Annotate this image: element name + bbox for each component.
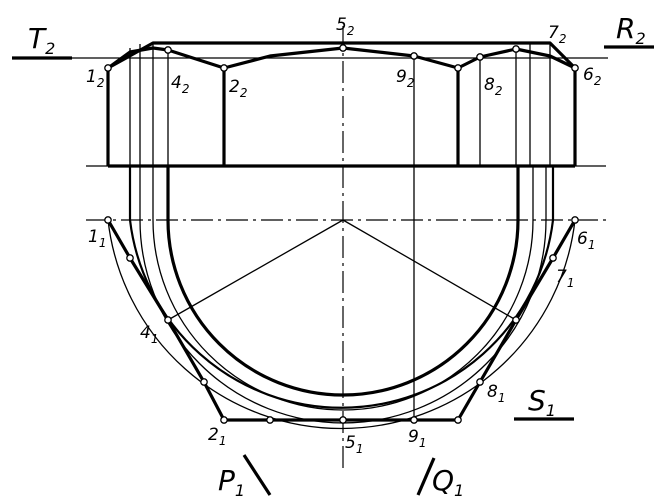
label-R2: R2 — [616, 12, 646, 48]
point-2-1 — [220, 416, 228, 424]
point-8-1 — [476, 378, 484, 386]
circle-153 — [152, 166, 534, 411]
label-4-2: 42 — [171, 73, 189, 96]
point-5-2 — [339, 44, 347, 52]
point-6-1 — [571, 216, 579, 224]
point-8c-1 — [512, 316, 520, 324]
point-1-2 — [104, 64, 112, 72]
point-8b-2 — [476, 53, 484, 61]
label-T2: T2 — [28, 22, 55, 58]
point-5-1 — [339, 416, 347, 424]
point-8-2 — [454, 64, 462, 72]
point-9-2 — [410, 52, 418, 60]
label-9-2: 92 — [396, 67, 414, 90]
P1-trace — [242, 454, 272, 496]
point-7-1 — [549, 254, 557, 262]
radial-line-8 — [342, 219, 517, 321]
label-S1: S1 — [528, 384, 556, 420]
label-1-1: 11 — [88, 227, 106, 250]
point-9-1 — [410, 416, 418, 424]
point-9b-1 — [454, 416, 462, 424]
label-9-1: 91 — [408, 427, 426, 450]
points — [104, 44, 579, 424]
label-6-2: 62 — [583, 65, 601, 88]
point-6-2 — [571, 64, 579, 72]
point-3b-1 — [200, 378, 208, 386]
label-6-1: 61 — [577, 229, 595, 252]
point-4-2 — [164, 46, 172, 54]
label-2-1: 21 — [208, 425, 226, 448]
point-2-2 — [220, 64, 228, 72]
label-1-2: 12 — [86, 67, 104, 90]
front-view — [12, 26, 654, 470]
label-7-1: 71 — [556, 267, 574, 290]
label-8-2: 82 — [484, 75, 502, 98]
point-3-1 — [126, 254, 134, 262]
label-8-1: 81 — [487, 382, 505, 405]
label-P1: P1 — [218, 464, 245, 500]
circle-inner — [166, 166, 520, 397]
outer-semicircle — [107, 219, 576, 430]
label-2-2: 22 — [229, 77, 247, 100]
Q1-trace — [416, 457, 436, 496]
labels: T2 R2 S1 P1 Q1 12 42 22 52 92 82 72 62 1… — [28, 12, 646, 500]
point-7-2 — [512, 45, 520, 53]
label-Q1: Q1 — [432, 464, 464, 500]
point-1-1 — [104, 216, 112, 224]
label-4-1: 41 — [140, 323, 158, 346]
label-7-2: 72 — [548, 23, 566, 46]
label-5-1: 51 — [345, 433, 363, 456]
radial-line-4 — [167, 219, 344, 321]
plan-view — [86, 166, 606, 496]
circle-130 — [128, 166, 555, 409]
label-5-2: 52 — [336, 15, 354, 38]
point-4-1 — [164, 316, 172, 324]
point-2b-1 — [266, 416, 274, 424]
